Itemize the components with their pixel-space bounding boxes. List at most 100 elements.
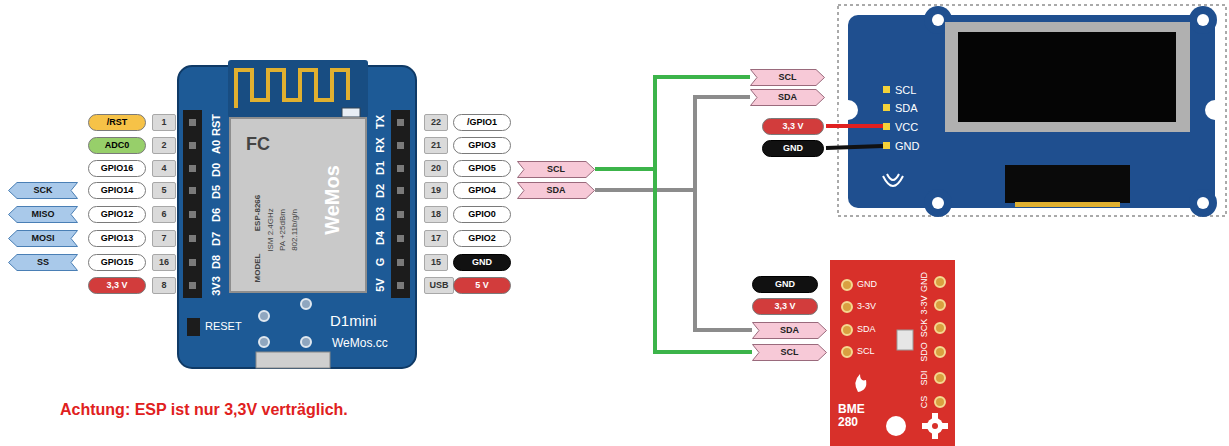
flex-contacts	[1015, 202, 1120, 207]
pin-text: 21	[431, 141, 441, 150]
reset-button	[187, 318, 200, 336]
screen-frame	[945, 22, 1190, 132]
pin-text: SCL	[779, 73, 797, 82]
pin-text: SDA	[780, 326, 799, 335]
bus-tag: SDA	[752, 322, 827, 339]
pin-text: GPIO15	[101, 258, 134, 267]
pin-label: GPIO2	[453, 230, 511, 247]
tag-outline	[518, 161, 595, 177]
mount-holes	[838, 14, 1225, 209]
silkscreen: D3	[374, 207, 386, 221]
silkscreen: D2	[374, 184, 386, 198]
esp-shield	[230, 118, 366, 292]
dashed-frame	[838, 5, 1226, 216]
pin-text: 15	[431, 258, 441, 267]
pin-text: GPIO16	[101, 164, 134, 173]
pin-name: GND	[920, 272, 930, 292]
bus-tag: SDA	[517, 182, 595, 199]
pin-label: GPIO5	[453, 160, 511, 177]
pin-text: GPIO13	[101, 234, 134, 243]
pin-text: 8	[161, 281, 166, 290]
header-pins	[189, 119, 404, 289]
silkscreen: D7	[210, 232, 222, 246]
silkscreen: RESET	[205, 320, 242, 332]
flame-logo	[855, 374, 866, 392]
pin-number: 1	[152, 114, 176, 131]
antenna-trace	[236, 70, 348, 108]
pin-number: 7	[152, 230, 176, 247]
pin-label: GND	[453, 254, 511, 271]
pin-text: 2	[161, 141, 166, 150]
pin-text: SDA	[778, 93, 797, 102]
silkscreen: TX	[374, 115, 386, 129]
pin-text: 6	[161, 210, 166, 219]
pin-text: SS	[37, 258, 49, 267]
pin-number: 15	[424, 254, 448, 271]
pin-label: ADC0	[88, 137, 146, 154]
bus-wire	[595, 169, 752, 352]
module-name: BME 280	[838, 403, 874, 429]
logo	[883, 174, 903, 186]
pin-label: 3,3 V	[88, 277, 146, 294]
board-pads	[259, 299, 311, 347]
board-url: WeMos.cc	[332, 337, 388, 350]
pin-name: SCK	[920, 319, 930, 338]
flex-connector	[1005, 165, 1130, 203]
pin-number: 18	[424, 206, 448, 223]
pin-number: 17	[424, 230, 448, 247]
tag-outline	[9, 206, 78, 222]
silkscreen: D0	[210, 163, 222, 177]
warning-note: Achtung: ESP ist nur 3,3V verträglich.	[60, 401, 348, 419]
pin-text: GPIO3	[468, 141, 496, 150]
silkscreen: A0	[210, 140, 222, 154]
pin-name: GND	[857, 280, 877, 290]
tag-outline	[753, 322, 827, 338]
pin-label: GPIO16	[88, 160, 146, 177]
silkscreen: D8	[210, 255, 222, 269]
pin-name: SCL	[895, 84, 916, 96]
pin-number: 21	[424, 137, 448, 154]
pin-text: GND	[472, 258, 492, 267]
pin-number: 20	[424, 160, 448, 177]
tag-outline	[518, 182, 595, 198]
pin-text: GPIO5	[468, 164, 496, 173]
pin-name: SDO	[920, 342, 930, 362]
module-text: ESP-8266	[254, 195, 263, 231]
pin-label: GPIO13	[88, 230, 146, 247]
pin-label: GPIO4	[453, 182, 511, 199]
oled-board	[848, 6, 1217, 217]
pin-number: 2	[152, 137, 176, 154]
pin-number: 4	[152, 160, 176, 177]
module-text: ISM 2.4GHz	[267, 208, 276, 252]
pin-text: 19	[431, 186, 441, 195]
pin-number: 8	[152, 277, 176, 294]
pin-label: GPIO0	[453, 206, 511, 223]
pin-text: 16	[159, 258, 169, 267]
tag-outline	[9, 254, 78, 270]
pin-text: GND	[783, 144, 803, 153]
pin-text: SCL	[547, 165, 565, 174]
pin-text: /GPIO1	[467, 118, 497, 127]
spi-tag: MOSI	[8, 230, 78, 247]
bme-board	[830, 260, 955, 446]
pin-number: 19	[424, 182, 448, 199]
pin-label: GND	[762, 140, 824, 157]
pin-name: SDI	[920, 370, 930, 385]
tag-outline	[753, 344, 827, 360]
vcc-wire	[826, 124, 883, 128]
pin-text: 20	[431, 164, 441, 173]
bme-sensor	[897, 330, 913, 350]
pin-text: 3,3 V	[782, 122, 803, 131]
pin-number: 6	[152, 206, 176, 223]
module-text: MODEL	[254, 254, 263, 283]
pin-text: 5 V	[475, 281, 489, 290]
gnd-wire	[826, 146, 883, 148]
pin-name: SCL	[857, 347, 875, 357]
gear-hole	[932, 423, 938, 429]
module-text: PA +25dBm	[279, 209, 288, 251]
pin-text: /RST	[107, 118, 128, 127]
pin-name: SDA	[895, 102, 918, 114]
pin-text: GND	[775, 280, 795, 289]
silkscreen: RX	[374, 137, 386, 152]
